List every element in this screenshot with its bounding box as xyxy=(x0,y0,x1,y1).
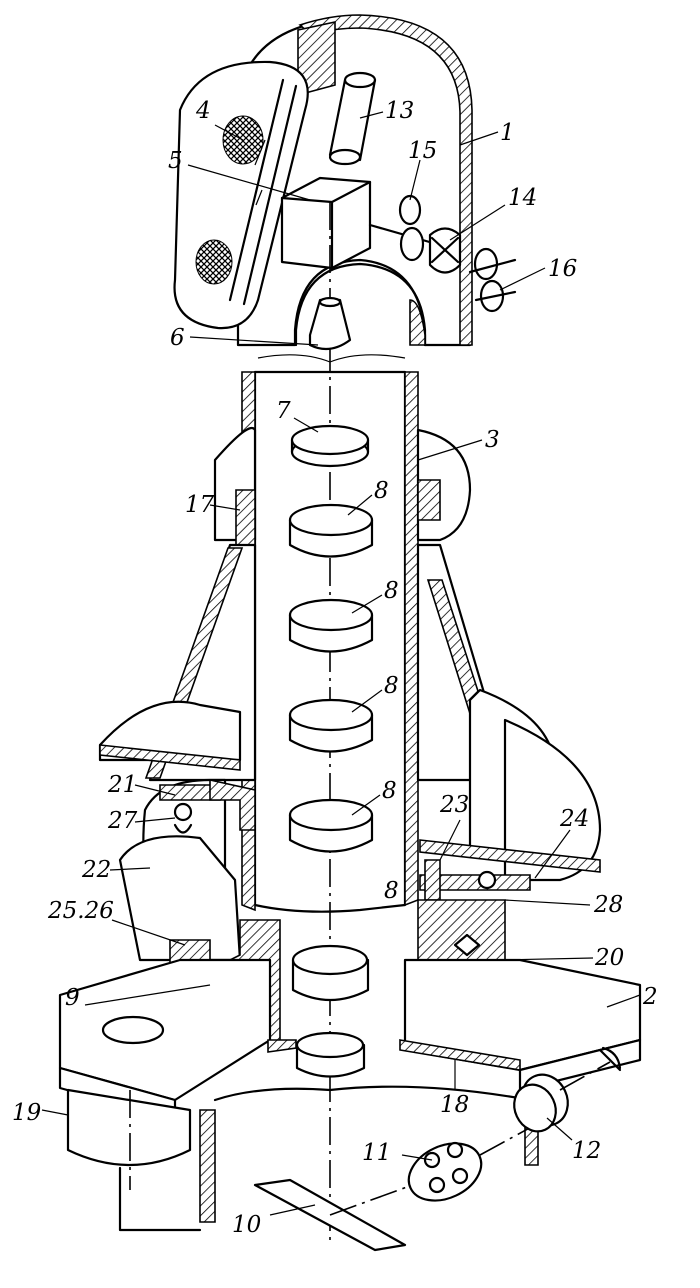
lens-8-5 xyxy=(291,944,370,1002)
side-window xyxy=(173,60,309,330)
callout-8-4: 8 xyxy=(382,778,397,804)
lens-7 xyxy=(290,424,370,468)
adjustment-knobs xyxy=(398,194,517,313)
callout-18: 18 xyxy=(440,1092,469,1118)
callout-8-1: 8 xyxy=(374,478,389,504)
callout-12: 12 xyxy=(572,1138,601,1164)
callout-28: 28 xyxy=(593,892,623,918)
cone-body xyxy=(98,543,602,882)
callout-7: 7 xyxy=(276,398,291,424)
callout-11: 11 xyxy=(362,1140,391,1166)
callout-6: 6 xyxy=(170,325,185,351)
callout-27: 27 xyxy=(107,808,138,834)
callout-19: 19 xyxy=(12,1100,41,1126)
callout-24: 24 xyxy=(559,806,589,832)
callout-9: 9 xyxy=(65,985,80,1011)
leader-lines xyxy=(41,111,641,1216)
grid-reticle-bottom xyxy=(195,239,233,285)
callout-25-26: 25.26 xyxy=(47,898,114,924)
callout-17: 17 xyxy=(185,492,215,518)
lens-8-4 xyxy=(288,798,374,853)
callout-8-2: 8 xyxy=(384,578,399,604)
lamp-tube xyxy=(328,71,377,166)
lens-8-2 xyxy=(288,598,374,653)
lens-stack xyxy=(288,424,374,1078)
lens-bottom xyxy=(295,1031,366,1078)
lens-8-3 xyxy=(288,698,374,753)
callout-labels: 1 2 3 4 5 6 7 8 8 8 8 9 10 11 12 13 14 1… xyxy=(12,98,658,1238)
callout-10: 10 xyxy=(232,1212,261,1238)
callout-1: 1 xyxy=(500,120,515,146)
callout-5: 5 xyxy=(168,148,183,174)
tube-collar xyxy=(213,427,472,546)
callout-15: 15 xyxy=(408,138,437,164)
eye-symbol xyxy=(598,1046,622,1072)
callout-23: 23 xyxy=(439,792,469,818)
callout-13: 13 xyxy=(385,98,414,124)
lens-8-1 xyxy=(288,503,374,558)
callout-4: 4 xyxy=(195,98,211,124)
beam-splitter-cube xyxy=(280,176,442,300)
callout-22: 22 xyxy=(81,857,111,883)
callout-21: 21 xyxy=(107,772,137,798)
callout-2: 2 xyxy=(642,984,658,1010)
objective-lens-top xyxy=(257,296,406,363)
filter-wheel-11 xyxy=(407,1141,483,1202)
callout-8-3: 8 xyxy=(384,673,399,699)
callout-8-5: 8 xyxy=(384,878,399,904)
callout-3: 3 xyxy=(485,427,500,453)
callout-16: 16 xyxy=(548,256,577,282)
callout-14: 14 xyxy=(508,185,537,211)
callout-20: 20 xyxy=(594,945,624,971)
eyepiece-12 xyxy=(513,1073,569,1133)
